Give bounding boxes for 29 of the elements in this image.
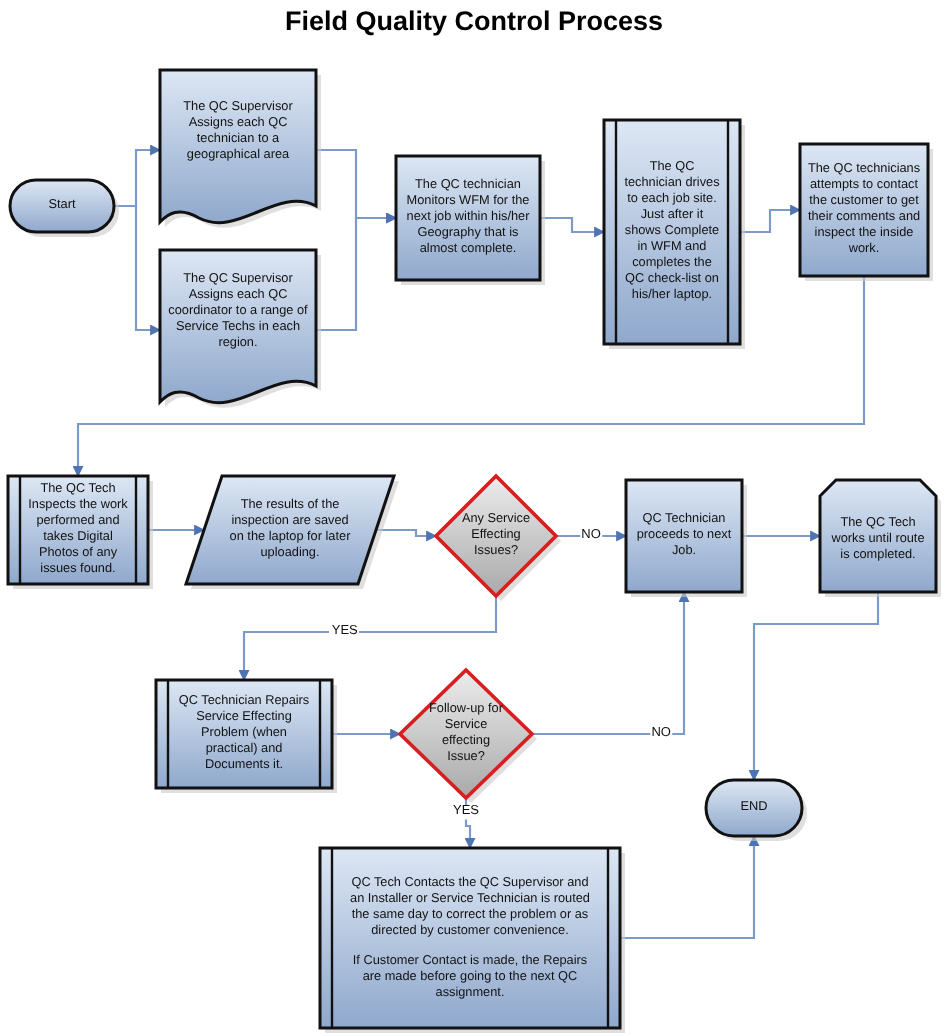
flow-arrow (540, 216, 606, 238)
flow-arrow (148, 524, 206, 536)
decision-diamond (400, 670, 532, 798)
flow-arrow (376, 528, 438, 542)
process-box (396, 156, 540, 280)
terminator-shape (10, 180, 114, 232)
predefined-process-box (604, 120, 740, 344)
predefined-process-box (320, 848, 620, 1028)
flow-arrow (72, 276, 866, 478)
predefined-process-box (8, 476, 148, 584)
predefined-process-box (156, 680, 332, 788)
flow-arrow (332, 728, 402, 740)
terminator-shape (706, 780, 802, 836)
diagram-title: Field Quality Control Process (282, 6, 666, 36)
flow-arrow (748, 592, 880, 782)
flow-arrow (740, 204, 802, 234)
flow-arrow (238, 596, 498, 682)
manual-operation-box (820, 480, 936, 592)
flow-arrow (742, 530, 822, 542)
process-box (626, 480, 742, 592)
flow-arrow (620, 834, 760, 940)
data-parallelogram (186, 476, 394, 584)
flow-arrow (532, 590, 690, 736)
decision-diamond (436, 476, 556, 596)
document-shape (160, 70, 316, 230)
flow-arrow (464, 798, 476, 850)
document-shape (160, 250, 316, 410)
flow-arrow (316, 212, 398, 332)
process-box (800, 144, 928, 276)
